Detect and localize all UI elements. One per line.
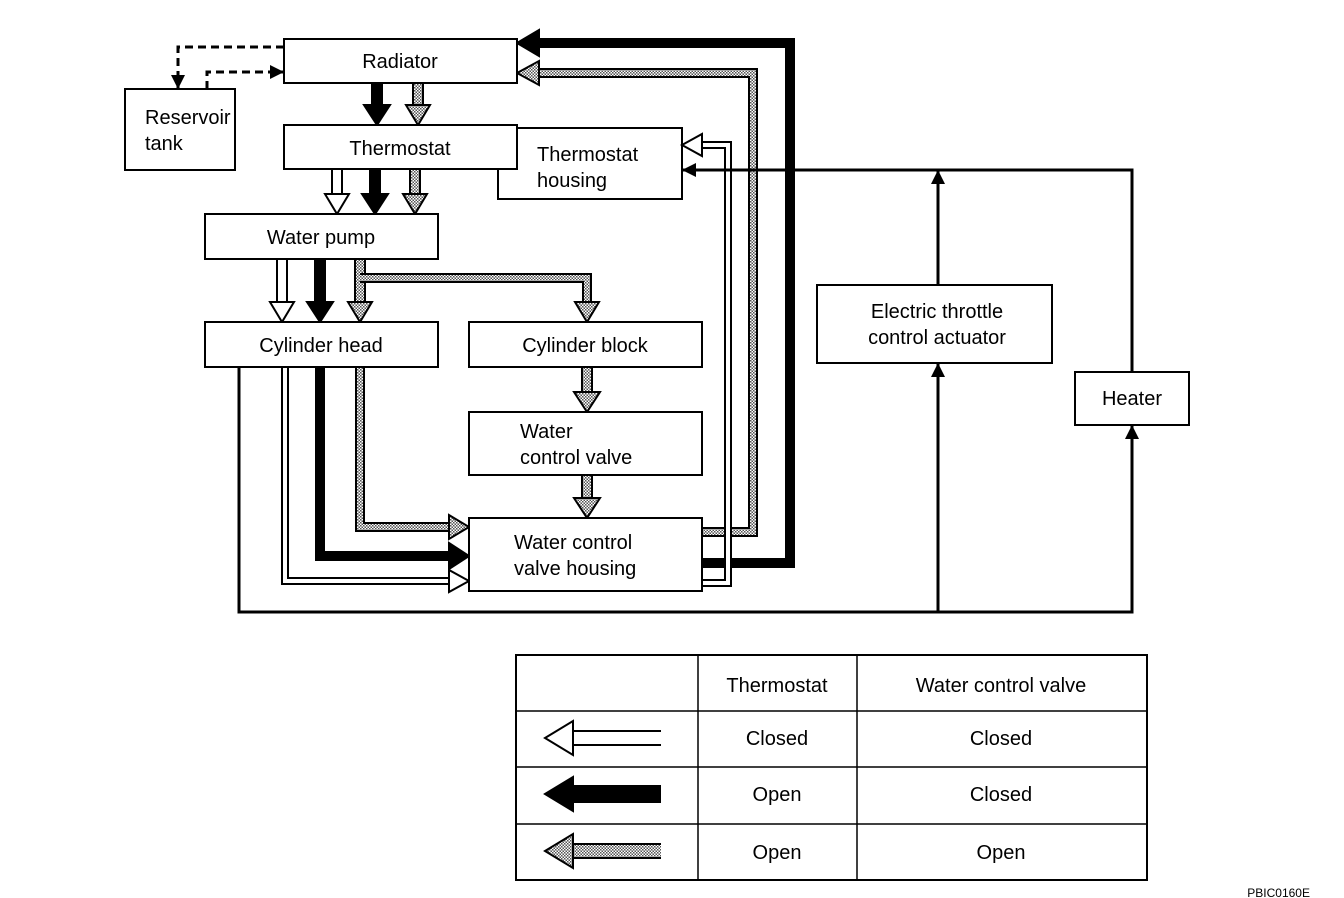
pump-to-block-hatched-arrow-head <box>573 301 601 324</box>
figure-code: PBIC0160E <box>1247 886 1310 898</box>
pump-to-head-white-arrow-head <box>268 301 296 324</box>
cylinder-head-box: Cylinder head <box>204 321 439 368</box>
thermostat-label: Thermostat <box>349 138 451 160</box>
head-to-housing-black-arrow <box>315 367 471 571</box>
legend-white-arrow <box>543 719 661 757</box>
thermostat-to-pump-hatched-arrow <box>401 169 429 216</box>
legend-header-wcv: Water control valve <box>916 675 1086 697</box>
legend-black-arrow <box>543 775 661 813</box>
thermostat-housing-label-2: housing <box>537 170 607 192</box>
legend-table: Thermostat Water control valve Closed Cl… <box>515 654 1148 881</box>
etc-label-2: control actuator <box>868 327 1006 349</box>
housing-to-thermostat-housing-white-arrow <box>679 132 732 587</box>
housing-to-radiator-black-arrow <box>515 28 795 568</box>
legend-row3-thermostat: Open <box>753 842 802 864</box>
pump-to-block-hatched-arrow-shaft-fill <box>360 275 590 303</box>
thermostat-housing-label-1: Thermostat <box>537 144 639 166</box>
bypass-line-to-heater-arrowhead <box>1125 425 1139 439</box>
cylinder-block-label: Cylinder block <box>522 335 649 357</box>
housing-to-radiator-black-arrow-shaft-outline <box>538 38 795 568</box>
wcv-housing-label-1: Water control <box>514 532 632 554</box>
thermostat-to-pump-white-arrow-head <box>323 193 351 216</box>
reservoir-to-radiator-dashed-line-arrowhead <box>270 65 284 79</box>
reservoir-to-radiator-dashed-line <box>205 70 284 89</box>
legend-white-arrow-head <box>543 719 574 757</box>
radiator-to-thermostat-hatched-arrow-head <box>404 104 432 127</box>
radiator-to-thermostat-black-arrow-head <box>362 104 392 127</box>
wcv-to-housing-hatched-arrow-head <box>572 497 602 520</box>
radiator-to-thermostat-hatched-arrow <box>404 83 432 127</box>
legend-row3-wcv: Open <box>977 842 1026 864</box>
water-pump-label: Water pump <box>267 227 375 249</box>
head-to-housing-white-arrow-shaft-outline <box>281 367 450 585</box>
housing-to-thermostat-housing-white-arrow-head <box>679 132 703 158</box>
head-to-housing-white-arrow-shaft-fill <box>283 367 450 583</box>
water-control-valve-label-2: control valve <box>520 447 632 469</box>
housing-to-radiator-hatched-arrow-head <box>514 59 540 87</box>
radiator-label: Radiator <box>362 51 438 73</box>
pump-to-head-hatched-arrow-head <box>346 301 374 324</box>
water-control-valve-label-1: Water <box>520 421 573 443</box>
head-to-housing-white-arrow-head <box>448 568 472 594</box>
pump-to-head-black-arrow-head <box>305 301 335 324</box>
head-to-housing-hatched-arrow-shaft-fill <box>357 367 450 530</box>
pump-to-head-black-arrow <box>305 259 335 324</box>
radiator-to-reservoir-dashed-line <box>176 45 284 89</box>
legend-row2-thermostat: Open <box>753 784 802 806</box>
thermostat-box: Thermostat <box>283 124 518 170</box>
heater-to-thermostat-housing-line-arrowhead <box>682 163 696 177</box>
block-to-wcv-hatched-arrow-head <box>572 391 602 414</box>
water-control-valve-housing-box: Water control valve housing <box>468 517 703 592</box>
electric-throttle-actuator-box: Electric throttle control actuator <box>816 284 1053 364</box>
legend-hatched-arrow <box>543 832 661 870</box>
heater-box: Heater <box>1074 371 1190 426</box>
etc-label-1: Electric throttle <box>871 301 1003 323</box>
pump-to-head-white-arrow <box>268 259 296 324</box>
bypass-line-to-heater <box>237 367 1134 614</box>
water-control-valve-box: Water control valve <box>468 411 703 476</box>
head-to-housing-black-arrow-shaft-outline <box>315 367 450 561</box>
flow-arrows <box>268 28 795 870</box>
heater-label: Heater <box>1102 388 1162 410</box>
thermostat-to-pump-hatched-arrow-head <box>401 193 429 216</box>
thermostat-to-pump-white-arrow <box>323 169 351 216</box>
wcv-to-housing-hatched-arrow <box>572 475 602 520</box>
legend-black-arrow-head <box>543 775 574 813</box>
housing-to-thermostat-housing-white-arrow-shaft-outline <box>701 141 732 587</box>
wcv-housing-label-2: valve housing <box>514 558 636 580</box>
pump-to-head-hatched-arrow <box>346 259 374 324</box>
heater-to-thermostat-housing-line <box>682 168 1134 372</box>
block-to-wcv-hatched-arrow <box>572 367 602 414</box>
thermostat-housing-box: Thermostat housing <box>497 127 683 200</box>
cylinder-head-label: Cylinder head <box>259 335 382 357</box>
head-to-housing-white-arrow <box>281 367 472 594</box>
head-to-housing-hatched-arrow-shaft-outline <box>355 367 450 532</box>
head-to-housing-hatched-arrow-head <box>448 513 471 541</box>
water-pump-box: Water pump <box>204 213 439 260</box>
cylinder-block-box: Cylinder block <box>468 321 703 368</box>
legend-hatched-arrow-head <box>543 832 574 870</box>
line-to-throttle-actuator-arrowhead <box>931 363 945 377</box>
radiator-box: Radiator <box>283 38 518 84</box>
thermostat-to-pump-black-arrow <box>360 169 390 216</box>
legend-header-thermostat: Thermostat <box>726 675 828 697</box>
reservoir-label-1: Reservoir <box>145 107 231 129</box>
legend-row1-wcv: Closed <box>970 728 1032 750</box>
head-to-housing-black-arrow-head <box>448 541 471 571</box>
legend-row2-wcv: Closed <box>970 784 1032 806</box>
thermostat-to-pump-black-arrow-head <box>360 193 390 216</box>
pump-to-block-hatched-arrow <box>360 273 601 324</box>
legend-row1-thermostat: Closed <box>746 728 808 750</box>
housing-to-radiator-black-arrow-head <box>515 28 540 58</box>
reservoir-tank-box: Reservoir tank <box>124 88 236 171</box>
pump-to-block-hatched-arrow-shaft-outline <box>360 273 592 303</box>
plain-lines <box>171 45 1139 614</box>
housing-to-thermostat-housing-white-arrow-shaft-fill <box>701 143 730 585</box>
radiator-to-reservoir-dashed-line-arrowhead <box>171 75 185 89</box>
radiator-to-thermostat-black-arrow <box>362 83 392 127</box>
head-to-housing-hatched-arrow <box>355 367 471 541</box>
reservoir-label-2: tank <box>145 133 184 155</box>
line-from-throttle-actuator-arrowhead <box>931 170 945 184</box>
